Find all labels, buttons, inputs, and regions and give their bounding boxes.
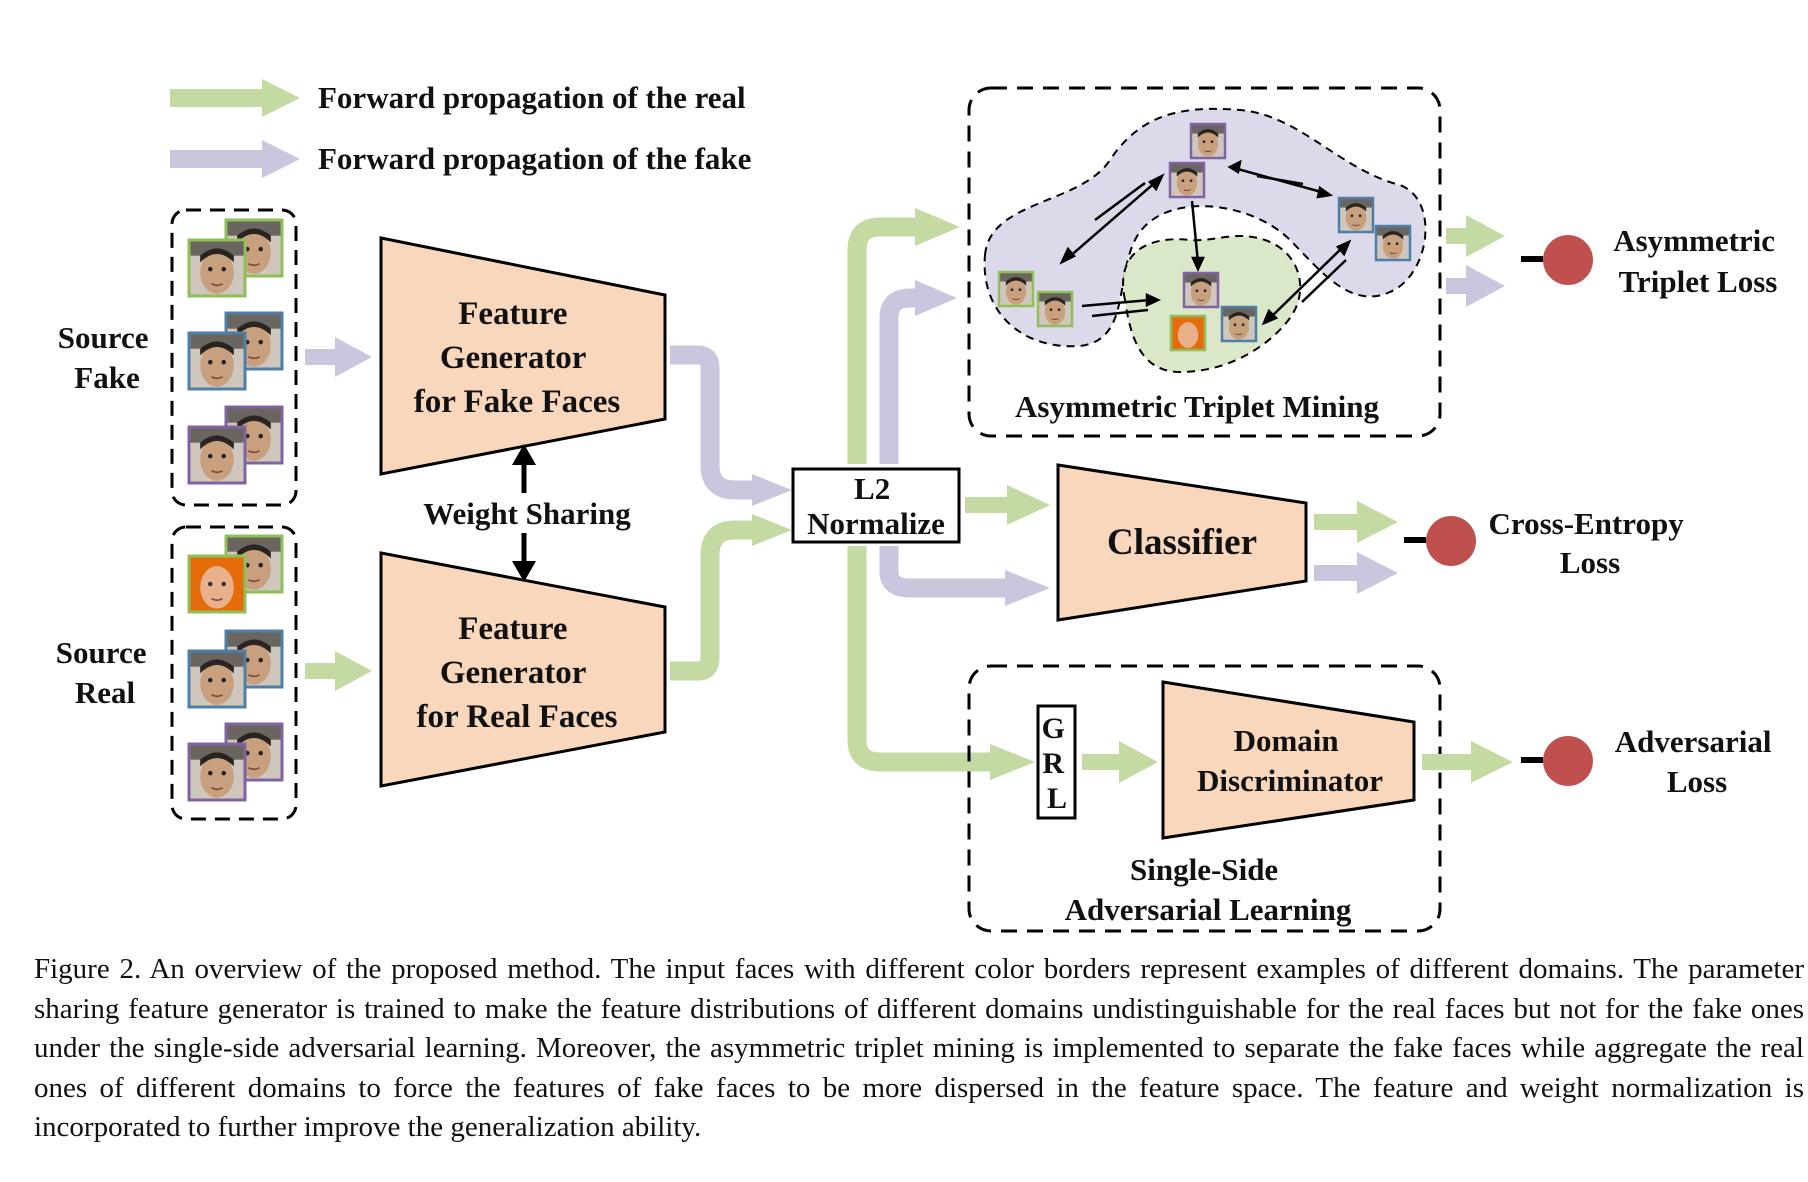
grl-block: G R L	[1036, 704, 1077, 820]
triplet-mining-module: Asymmetric Triplet Mining	[967, 86, 1442, 438]
source-fake-label: Source Fake	[58, 320, 156, 395]
grl-to-discriminator-arrow	[1082, 741, 1158, 783]
adversarial-module-label: Single-Side Adversarial Learning	[1065, 852, 1352, 927]
source-real-frame	[170, 525, 298, 821]
fake-feature-cloud	[983, 107, 1427, 348]
l2-to-triplet-real-arrow	[847, 217, 920, 464]
classifier-block: Classifier	[1056, 463, 1308, 622]
adversarial-loss-node	[1543, 736, 1593, 786]
l2-normalize-block: L2 Normalize	[791, 467, 961, 544]
l2-to-triplet-fake-arrow	[879, 288, 920, 464]
svg-text:Domain Discriminator: Domain Discriminator	[1197, 723, 1383, 798]
triplet-loss-node	[1543, 235, 1593, 285]
legend: Forward propagation of the real Forward …	[170, 79, 751, 178]
triplet-loss-label: Asymmetric Triplet Loss	[1613, 223, 1783, 299]
source-fake-frame	[170, 208, 298, 507]
weight-sharing-label: Weight Sharing	[423, 496, 631, 531]
face-pair	[187, 311, 284, 391]
triplet-out-fake-arrow	[1446, 265, 1505, 307]
real-to-l2-arrow	[670, 520, 756, 681]
fake-to-l2-arrow	[670, 345, 756, 500]
real-input-arrow	[305, 651, 372, 691]
triplet-out-real-arrow	[1446, 215, 1505, 257]
cross-entropy-label: Cross-Entropy Loss	[1489, 506, 1692, 580]
svg-text:Feature Generator: Feature Generator for Fake Faces	[414, 296, 621, 420]
embedded-faces	[997, 122, 1412, 352]
classifier-out-real-arrow	[1314, 501, 1398, 543]
fake-input-arrow	[305, 337, 372, 377]
triplet-loss-connector	[1521, 256, 1543, 262]
source-real-group: Source Real	[56, 525, 298, 821]
source-fake-group: Source Fake	[58, 208, 298, 507]
classifier-out-fake-arrow	[1314, 552, 1398, 594]
l2-to-classifier-real-arrow	[965, 485, 1050, 525]
face-pair	[187, 405, 284, 485]
svg-text:Feature Generator: Feature Generator for Real Faces	[417, 611, 618, 735]
cross-entropy-node	[1426, 516, 1476, 566]
real-feature-generator: Feature Generator for Real Faces	[379, 551, 667, 788]
face-pair	[187, 534, 284, 614]
adversarial-loss-connector	[1521, 757, 1543, 763]
legend-fake-label: Forward propagation of the fake	[318, 141, 751, 176]
svg-text:L2 Normalize: L2 Normalize	[807, 471, 945, 541]
svg-text:G R L: G R L	[1042, 712, 1073, 815]
face-pair	[187, 722, 284, 802]
domain-discriminator-block: Domain Discriminator	[1161, 680, 1416, 840]
legend-real-label: Forward propagation of the real	[318, 80, 746, 115]
cross-entropy-connector	[1404, 537, 1426, 543]
source-real-label: Source Real	[56, 635, 154, 710]
fake-feature-generator: Feature Generator for Fake Faces	[379, 236, 667, 476]
legend-real-arrow	[170, 79, 300, 117]
triplet-mining-label: Asymmetric Triplet Mining	[1015, 389, 1379, 424]
l2-to-classifier-fake-arrow	[879, 546, 1010, 598]
face-pair	[187, 218, 284, 298]
l2-to-grl-arrow	[847, 546, 995, 772]
figure-caption: Figure 2. An overview of the proposed me…	[34, 953, 1804, 1143]
adversarial-out-arrow	[1422, 741, 1513, 783]
face-pair	[187, 629, 284, 709]
triplet-arrows	[1059, 159, 1352, 326]
adversarial-loss-label: Adversarial Loss	[1615, 724, 1779, 799]
svg-text:Classifier: Classifier	[1107, 522, 1257, 563]
legend-fake-arrow	[170, 140, 300, 178]
adversarial-module: G R L Domain Discriminator Single-Side A…	[967, 664, 1442, 933]
